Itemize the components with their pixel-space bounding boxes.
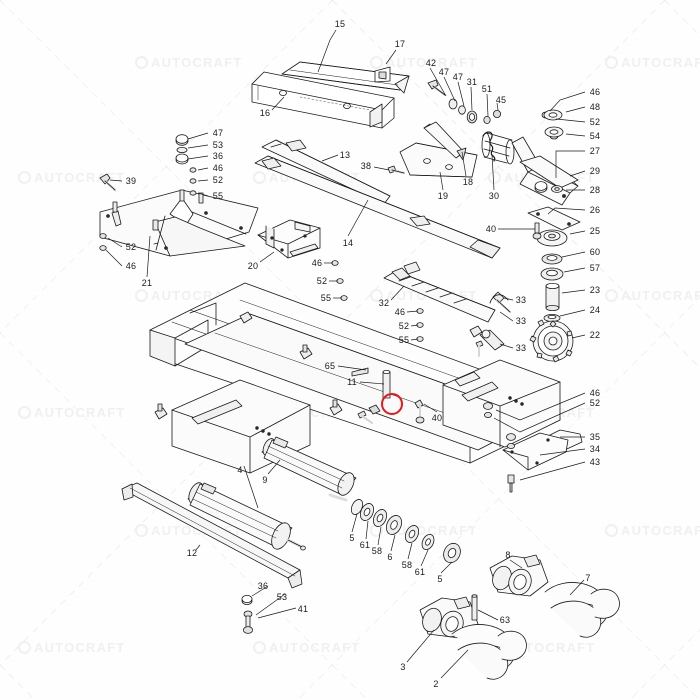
part-callout-53: 53 <box>276 592 288 602</box>
part-callout-21: 21 <box>141 278 153 288</box>
part-callout-20: 20 <box>247 261 259 271</box>
part-callout-53: 53 <box>212 140 224 150</box>
part-callout-40: 40 <box>485 224 497 234</box>
part-callout-45: 45 <box>495 95 507 105</box>
part-callout-6: 6 <box>387 552 393 562</box>
part-callout-33: 33 <box>515 316 527 326</box>
part-callout-46: 46 <box>212 163 224 173</box>
part-callout-65: 65 <box>324 361 336 371</box>
part-callout-52: 52 <box>589 398 601 408</box>
part-callout-25: 25 <box>589 226 601 236</box>
part-callout-52: 52 <box>125 242 137 252</box>
part-callout-52: 52 <box>398 321 410 331</box>
part-callout-61: 61 <box>359 540 371 550</box>
part-callout-2: 2 <box>433 679 439 689</box>
part-callout-14: 14 <box>342 238 354 248</box>
part-callout-36: 36 <box>257 581 269 591</box>
part-callout-34: 34 <box>589 444 601 454</box>
part-callout-33: 33 <box>515 295 527 305</box>
part-callout-57: 57 <box>589 263 601 273</box>
part-callout-39: 39 <box>125 176 137 186</box>
part-callout-30: 30 <box>488 191 500 201</box>
part-callout-47: 47 <box>212 128 224 138</box>
part-callout-18: 18 <box>462 177 474 187</box>
part-callout-61: 61 <box>414 567 426 577</box>
part-callout-54: 54 <box>589 131 601 141</box>
part-callout-52: 52 <box>316 276 328 286</box>
part-callout-32: 32 <box>378 298 390 308</box>
part-callout-15: 15 <box>334 19 346 29</box>
part-callout-4: 4 <box>237 465 243 475</box>
part-callout-40: 40 <box>431 413 443 423</box>
part-callout-24: 24 <box>589 305 601 315</box>
part-callout-27: 27 <box>589 146 601 156</box>
part-callout-41: 41 <box>297 604 309 614</box>
part-callout-5: 5 <box>437 574 443 584</box>
part-callout-3: 3 <box>400 662 406 672</box>
part-callout-13: 13 <box>339 150 351 160</box>
part-callout-36: 36 <box>212 151 224 161</box>
part-callout-11: 11 <box>347 377 357 387</box>
part-callout-47: 47 <box>438 67 450 77</box>
part-callout-17: 17 <box>394 39 406 49</box>
part-callout-48: 48 <box>589 102 601 112</box>
part-callout-46: 46 <box>311 258 323 268</box>
part-callout-8: 8 <box>505 550 511 560</box>
part-callout-42: 42 <box>425 58 437 68</box>
part-callout-46: 46 <box>589 388 601 398</box>
part-callout-43: 43 <box>589 457 601 467</box>
part-callout-5: 5 <box>349 533 355 543</box>
part-callout-46: 46 <box>125 261 137 271</box>
part-callout-47: 47 <box>452 72 464 82</box>
part-callout-55: 55 <box>398 335 410 345</box>
part-callout-16: 16 <box>259 108 271 118</box>
part-callout-7: 7 <box>585 573 591 583</box>
part-callout-19: 19 <box>437 191 449 201</box>
part-callout-63: 63 <box>499 615 511 625</box>
part-callout-46: 46 <box>394 307 406 317</box>
part-callout-9: 9 <box>262 475 268 485</box>
part-callout-31: 31 <box>466 77 478 87</box>
part-callout-46: 46 <box>589 87 601 97</box>
part-callout-22: 22 <box>589 330 601 340</box>
part-highlight-circle <box>381 393 403 415</box>
part-callout-28: 28 <box>589 185 601 195</box>
part-callout-29: 29 <box>589 166 601 176</box>
part-callout-33: 33 <box>515 343 527 353</box>
part-callout-52: 52 <box>589 117 601 127</box>
part-callout-52: 52 <box>212 175 224 185</box>
part-callout-23: 23 <box>589 285 601 295</box>
part-callout-26: 26 <box>589 205 601 215</box>
part-callout-35: 35 <box>589 432 601 442</box>
part-callout-38: 38 <box>360 161 372 171</box>
part-callout-58: 58 <box>371 546 383 556</box>
part-callout-51: 51 <box>481 84 493 94</box>
part-callout-55: 55 <box>320 293 332 303</box>
part-callout-60: 60 <box>589 247 601 257</box>
part-callout-58: 58 <box>401 560 413 570</box>
part-callout-55: 55 <box>212 191 224 201</box>
part-callout-12: 12 <box>186 548 198 558</box>
